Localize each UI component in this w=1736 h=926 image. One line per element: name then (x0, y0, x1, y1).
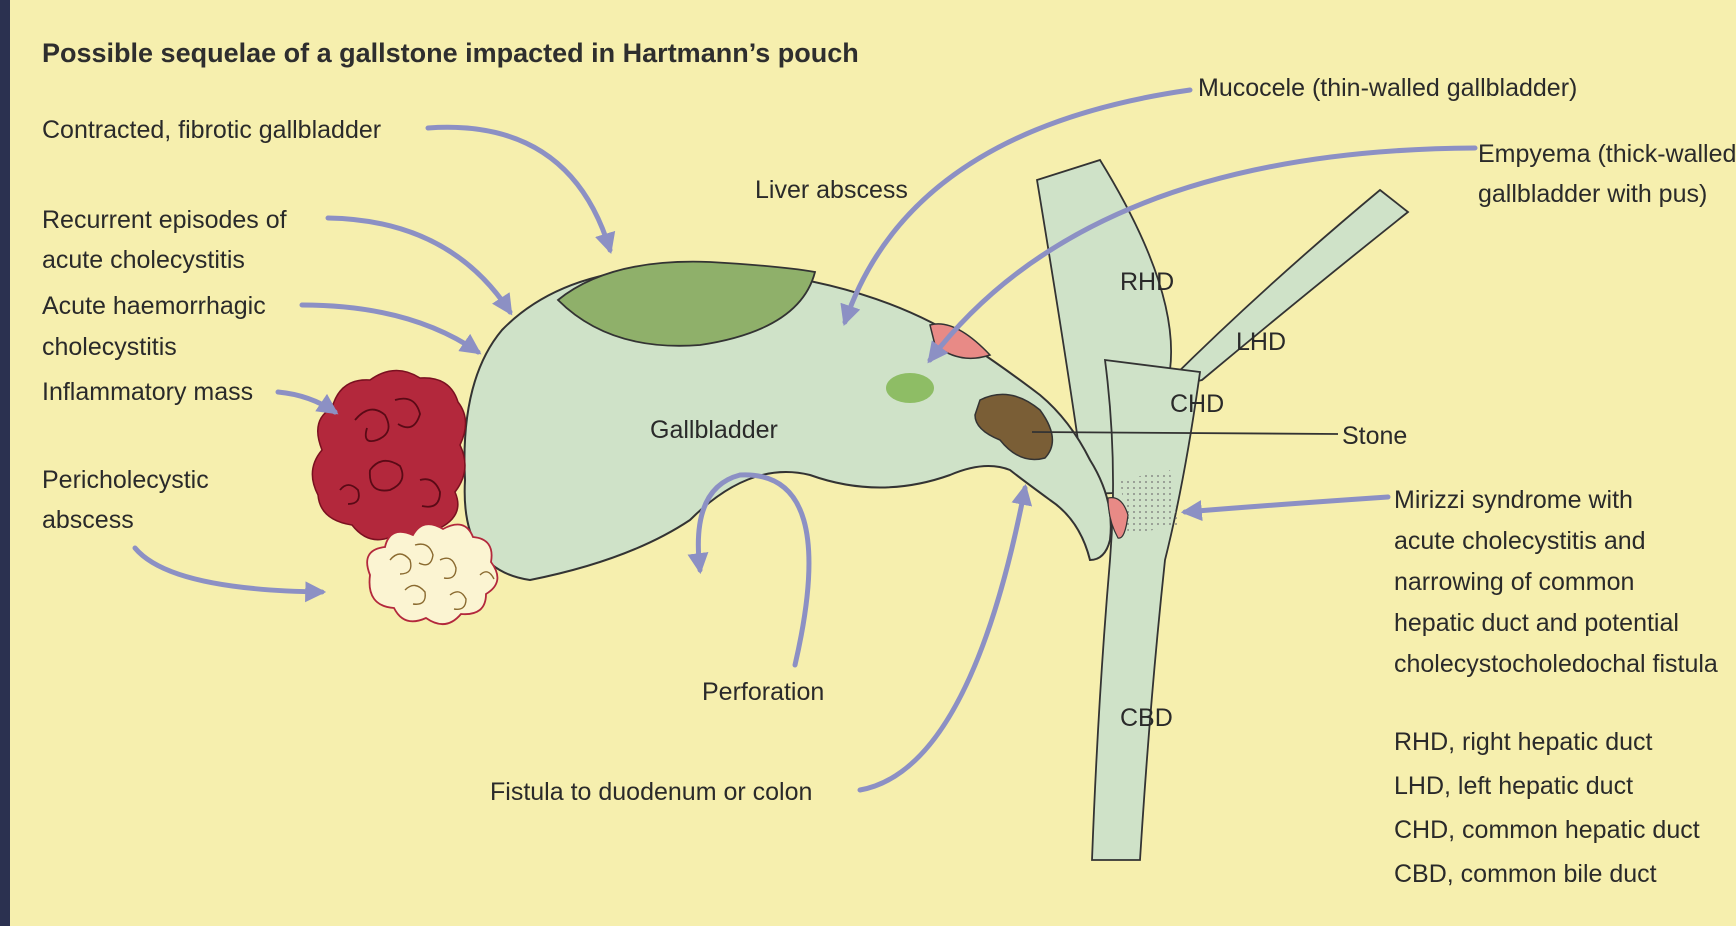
label-mirizzi-1: Mirizzi syndrome with (1394, 486, 1633, 514)
duct-label-chd: CHD (1170, 390, 1224, 418)
label-haemorrhagic-1: Acute haemorrhagic (42, 292, 266, 320)
liver-abscess-spot (886, 373, 934, 403)
label-pericholecystic-1: Pericholecystic (42, 466, 209, 494)
arrow-inflammatory (278, 392, 335, 412)
left-hepatic-duct (1160, 190, 1408, 390)
label-empyema-2: gallbladder with pus) (1478, 180, 1707, 208)
label-recurrent-1: Recurrent episodes of (42, 206, 287, 234)
arrow-mirizzi (1185, 497, 1388, 512)
label-mucocele: Mucocele (thin-walled gallbladder) (1198, 74, 1577, 102)
label-recurrent-2: acute cholecystitis (42, 246, 245, 274)
label-pericholecystic-2: abscess (42, 506, 134, 534)
label-haemorrhagic-2: cholecystitis (42, 333, 177, 361)
diagram-canvas: Possible sequelae of a gallstone impacte… (10, 0, 1736, 926)
inflammatory-mass (312, 370, 465, 540)
pericholecystic-abscess (367, 524, 497, 624)
arrow-pericholecystic (135, 548, 322, 592)
label-liver-abscess: Liver abscess (755, 176, 908, 204)
figure-page: Possible sequelae of a gallstone impacte… (10, 0, 1736, 926)
arrow-empyema (930, 148, 1475, 360)
key-item-rhd: RHD, right hepatic duct (1394, 728, 1653, 756)
key-item-cbd: CBD, common bile duct (1394, 860, 1657, 888)
duct-label-cbd: CBD (1120, 704, 1173, 732)
key-item-lhd: LHD, left hepatic duct (1394, 772, 1633, 800)
arrow-fistula (860, 488, 1025, 790)
duct-label-rhd: RHD (1120, 268, 1174, 296)
diagram-title: Possible sequelae of a gallstone impacte… (42, 38, 859, 68)
label-mirizzi-5: cholecystocholedochal fistula (1394, 650, 1718, 678)
label-mirizzi-2: acute cholecystitis and (1394, 527, 1646, 555)
label-gallbladder: Gallbladder (650, 416, 778, 444)
label-mirizzi-3: narrowing of common (1394, 568, 1634, 596)
label-contracted: Contracted, fibrotic gallbladder (42, 116, 381, 144)
label-empyema-1: Empyema (thick-walled (1478, 140, 1736, 168)
label-fistula: Fistula to duodenum or colon (490, 778, 812, 806)
label-mirizzi-4: hepatic duct and potential (1394, 609, 1679, 637)
mirizzi-hatch (1120, 470, 1178, 535)
arrow-haemorrhagic (302, 305, 478, 352)
arrow-recurrent (328, 218, 510, 312)
label-perforation: Perforation (702, 678, 824, 706)
label-stone: Stone (1342, 422, 1407, 450)
duct-label-lhd: LHD (1236, 328, 1286, 356)
key-item-chd: CHD, common hepatic duct (1394, 816, 1700, 844)
label-inflammatory: Inflammatory mass (42, 378, 253, 406)
arrow-perforation (698, 475, 809, 665)
arrow-contracted (428, 127, 610, 250)
